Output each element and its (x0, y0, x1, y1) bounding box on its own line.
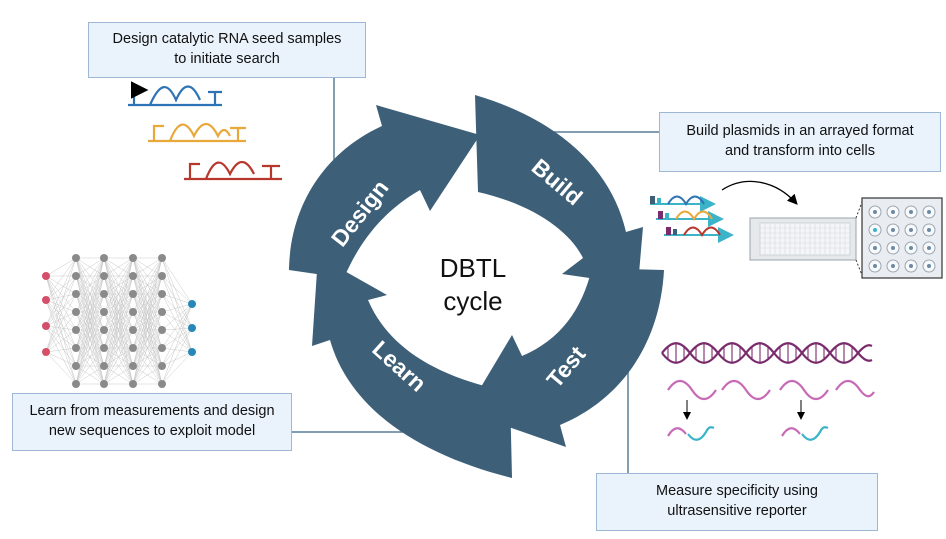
nn-node (158, 308, 166, 316)
test-description-line1: Measure specificity using (656, 483, 818, 500)
design-description-line1: Design catalytic RNA seed samples (112, 31, 342, 48)
nn-node (158, 362, 166, 370)
cleaved-rna-icon (667, 426, 829, 441)
nn-node (72, 362, 80, 370)
nn-node (42, 272, 50, 280)
nn-node (129, 290, 137, 298)
cycle-title: DBTL cycle (418, 252, 528, 317)
nn-node (129, 380, 137, 388)
nn-node (100, 254, 108, 262)
cycle-arrows (289, 95, 664, 478)
design-arrow (289, 105, 480, 278)
nn-node (72, 290, 80, 298)
learn-description-line1: Learn from measurements and design (29, 403, 275, 420)
nn-node (100, 290, 108, 298)
learn-description-box: Learn from measurements and design new s… (12, 393, 292, 451)
well-grid-icon (861, 197, 943, 279)
learn-description-line2: new sequences to exploit model (48, 423, 256, 439)
nn-node (129, 308, 137, 316)
nn-node (188, 300, 196, 308)
design-description-box: Design catalytic RNA seed samples to ini… (88, 22, 366, 78)
test-arrow (466, 268, 664, 447)
cycle-title-line1: DBTL (439, 253, 507, 283)
design-description-line2: to initiate search (174, 51, 280, 67)
nn-node (100, 380, 108, 388)
nn-node (129, 272, 137, 280)
nn-node (158, 326, 166, 334)
gene-construct-icon (128, 81, 282, 181)
nn-node (158, 254, 166, 262)
nn-node (100, 362, 108, 370)
nn-node (100, 344, 108, 352)
nn-node (129, 326, 137, 334)
nn-node (129, 362, 137, 370)
nn-node (188, 324, 196, 332)
nn-node (158, 272, 166, 280)
microplate-icon (749, 201, 863, 276)
nn-node (72, 308, 80, 316)
nn-node (72, 272, 80, 280)
plasmid-icon (650, 195, 734, 243)
rna-helix-icon (661, 342, 875, 420)
build-description-box: Build plasmids in an arrayed format and … (659, 112, 941, 172)
nn-node (188, 348, 196, 356)
test-description-line2: ultrasensitive reporter (667, 503, 807, 519)
nn-node (72, 326, 80, 334)
nn-node (100, 326, 108, 334)
nn-node (42, 348, 50, 356)
nn-node (158, 380, 166, 388)
nn-node (42, 322, 50, 330)
neural-network-icon (42, 254, 196, 388)
nn-node (100, 272, 108, 280)
nn-node (158, 290, 166, 298)
nn-node (72, 344, 80, 352)
build-description-line2: and transform into cells (725, 143, 875, 159)
nn-node (129, 344, 137, 352)
learn-arrow (312, 256, 512, 478)
nn-node (72, 254, 80, 262)
build-description-line1: Build plasmids in an arrayed format (686, 123, 914, 140)
nn-node (129, 254, 137, 262)
nn-node (42, 296, 50, 304)
nn-node (72, 380, 80, 388)
nn-node (158, 344, 166, 352)
test-description-box: Measure specificity using ultrasensitive… (596, 473, 878, 531)
cycle-title-line2: cycle (443, 285, 503, 316)
nn-node (100, 308, 108, 316)
build-arrow (475, 95, 643, 285)
transform-arrow (721, 180, 798, 205)
